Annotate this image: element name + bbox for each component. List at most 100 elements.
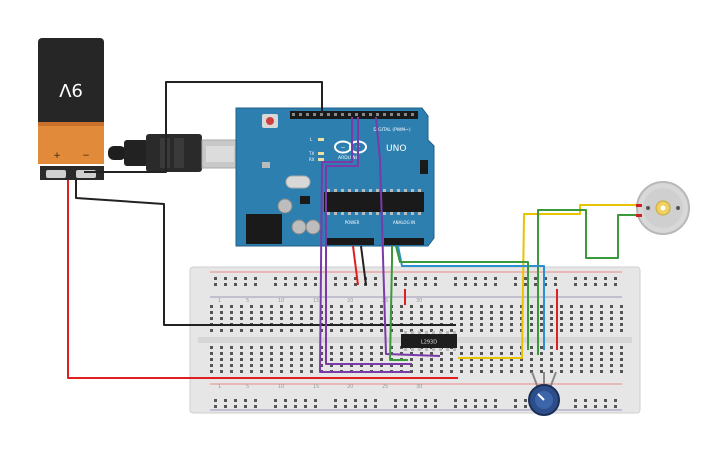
- breadboard-hole[interactable]: [580, 370, 583, 373]
- breadboard-hole[interactable]: [350, 364, 353, 367]
- breadboard-hole[interactable]: [450, 311, 453, 314]
- breadboard-hole[interactable]: [420, 370, 423, 373]
- breadboard-hole[interactable]: [550, 305, 553, 308]
- breadboard-hole[interactable]: [250, 352, 253, 355]
- breadboard-hole[interactable]: [234, 283, 237, 286]
- breadboard-hole[interactable]: [610, 329, 613, 332]
- l293-pin[interactable]: [411, 331, 414, 334]
- chip-pin[interactable]: [369, 189, 372, 192]
- breadboard-hole[interactable]: [250, 317, 253, 320]
- breadboard-hole[interactable]: [430, 317, 433, 320]
- breadboard-hole[interactable]: [360, 305, 363, 308]
- breadboard-hole[interactable]: [284, 399, 287, 402]
- breadboard-hole[interactable]: [260, 311, 263, 314]
- breadboard-hole[interactable]: [410, 370, 413, 373]
- breadboard-hole[interactable]: [224, 283, 227, 286]
- battery-9v[interactable]: 9V + −: [38, 38, 104, 180]
- breadboard-hole[interactable]: [480, 370, 483, 373]
- breadboard-hole[interactable]: [490, 364, 493, 367]
- breadboard-hole[interactable]: [310, 311, 313, 314]
- breadboard-hole[interactable]: [374, 405, 377, 408]
- breadboard-hole[interactable]: [590, 305, 593, 308]
- breadboard-hole[interactable]: [310, 352, 313, 355]
- breadboard-hole[interactable]: [280, 317, 283, 320]
- breadboard-hole[interactable]: [220, 329, 223, 332]
- breadboard-hole[interactable]: [280, 305, 283, 308]
- breadboard-hole[interactable]: [590, 358, 593, 361]
- breadboard-hole[interactable]: [380, 358, 383, 361]
- breadboard-hole[interactable]: [254, 283, 257, 286]
- breadboard-hole[interactable]: [550, 364, 553, 367]
- breadboard-hole[interactable]: [520, 311, 523, 314]
- breadboard-hole[interactable]: [540, 346, 543, 349]
- breadboard-hole[interactable]: [220, 311, 223, 314]
- breadboard-hole[interactable]: [470, 364, 473, 367]
- breadboard-hole[interactable]: [620, 358, 623, 361]
- header-pin[interactable]: [355, 113, 358, 116]
- breadboard-hole[interactable]: [260, 352, 263, 355]
- breadboard-hole[interactable]: [614, 283, 617, 286]
- breadboard-hole[interactable]: [574, 283, 577, 286]
- breadboard-hole[interactable]: [390, 364, 393, 367]
- breadboard-hole[interactable]: [380, 364, 383, 367]
- breadboard-hole[interactable]: [494, 277, 497, 280]
- breadboard-hole[interactable]: [220, 370, 223, 373]
- breadboard-hole[interactable]: [474, 283, 477, 286]
- breadboard-hole[interactable]: [260, 317, 263, 320]
- breadboard-hole[interactable]: [580, 364, 583, 367]
- breadboard-hole[interactable]: [620, 346, 623, 349]
- breadboard-hole[interactable]: [270, 370, 273, 373]
- breadboard-hole[interactable]: [364, 405, 367, 408]
- breadboard-hole[interactable]: [230, 329, 233, 332]
- chip-pin[interactable]: [362, 212, 365, 215]
- breadboard-hole[interactable]: [294, 277, 297, 280]
- breadboard-hole[interactable]: [554, 283, 557, 286]
- breadboard-hole[interactable]: [584, 399, 587, 402]
- breadboard-hole[interactable]: [290, 317, 293, 320]
- l293-pin[interactable]: [432, 331, 435, 334]
- l293-pin[interactable]: [425, 331, 428, 334]
- breadboard-hole[interactable]: [450, 305, 453, 308]
- breadboard-hole[interactable]: [250, 370, 253, 373]
- breadboard-hole[interactable]: [350, 358, 353, 361]
- breadboard-hole[interactable]: [510, 323, 513, 326]
- breadboard-hole[interactable]: [420, 352, 423, 355]
- chip-pin[interactable]: [348, 189, 351, 192]
- breadboard-hole[interactable]: [460, 305, 463, 308]
- header-pin[interactable]: [348, 113, 351, 116]
- breadboard-hole[interactable]: [234, 399, 237, 402]
- breadboard-hole[interactable]: [420, 358, 423, 361]
- breadboard-hole[interactable]: [560, 329, 563, 332]
- breadboard-hole[interactable]: [614, 399, 617, 402]
- breadboard-hole[interactable]: [524, 399, 527, 402]
- breadboard-hole[interactable]: [340, 364, 343, 367]
- breadboard-hole[interactable]: [480, 311, 483, 314]
- breadboard-hole[interactable]: [360, 352, 363, 355]
- breadboard-hole[interactable]: [360, 346, 363, 349]
- breadboard-hole[interactable]: [490, 305, 493, 308]
- breadboard-hole[interactable]: [334, 283, 337, 286]
- breadboard-hole[interactable]: [590, 311, 593, 314]
- breadboard-hole[interactable]: [530, 323, 533, 326]
- breadboard-hole[interactable]: [454, 399, 457, 402]
- breadboard-hole[interactable]: [470, 305, 473, 308]
- breadboard-hole[interactable]: [610, 358, 613, 361]
- breadboard-hole[interactable]: [380, 352, 383, 355]
- breadboard-hole[interactable]: [210, 352, 213, 355]
- breadboard-hole[interactable]: [250, 358, 253, 361]
- breadboard-hole[interactable]: [400, 317, 403, 320]
- breadboard-hole[interactable]: [510, 370, 513, 373]
- header-pin[interactable]: [390, 113, 393, 116]
- breadboard-hole[interactable]: [514, 277, 517, 280]
- breadboard-hole[interactable]: [544, 277, 547, 280]
- breadboard-hole[interactable]: [270, 329, 273, 332]
- breadboard-hole[interactable]: [480, 329, 483, 332]
- chip-pin[interactable]: [376, 212, 379, 215]
- breadboard-hole[interactable]: [530, 317, 533, 320]
- breadboard-hole[interactable]: [440, 305, 443, 308]
- breadboard-hole[interactable]: [454, 277, 457, 280]
- breadboard-hole[interactable]: [590, 317, 593, 320]
- breadboard-hole[interactable]: [570, 352, 573, 355]
- chip-pin[interactable]: [390, 212, 393, 215]
- header-pin[interactable]: [327, 113, 330, 116]
